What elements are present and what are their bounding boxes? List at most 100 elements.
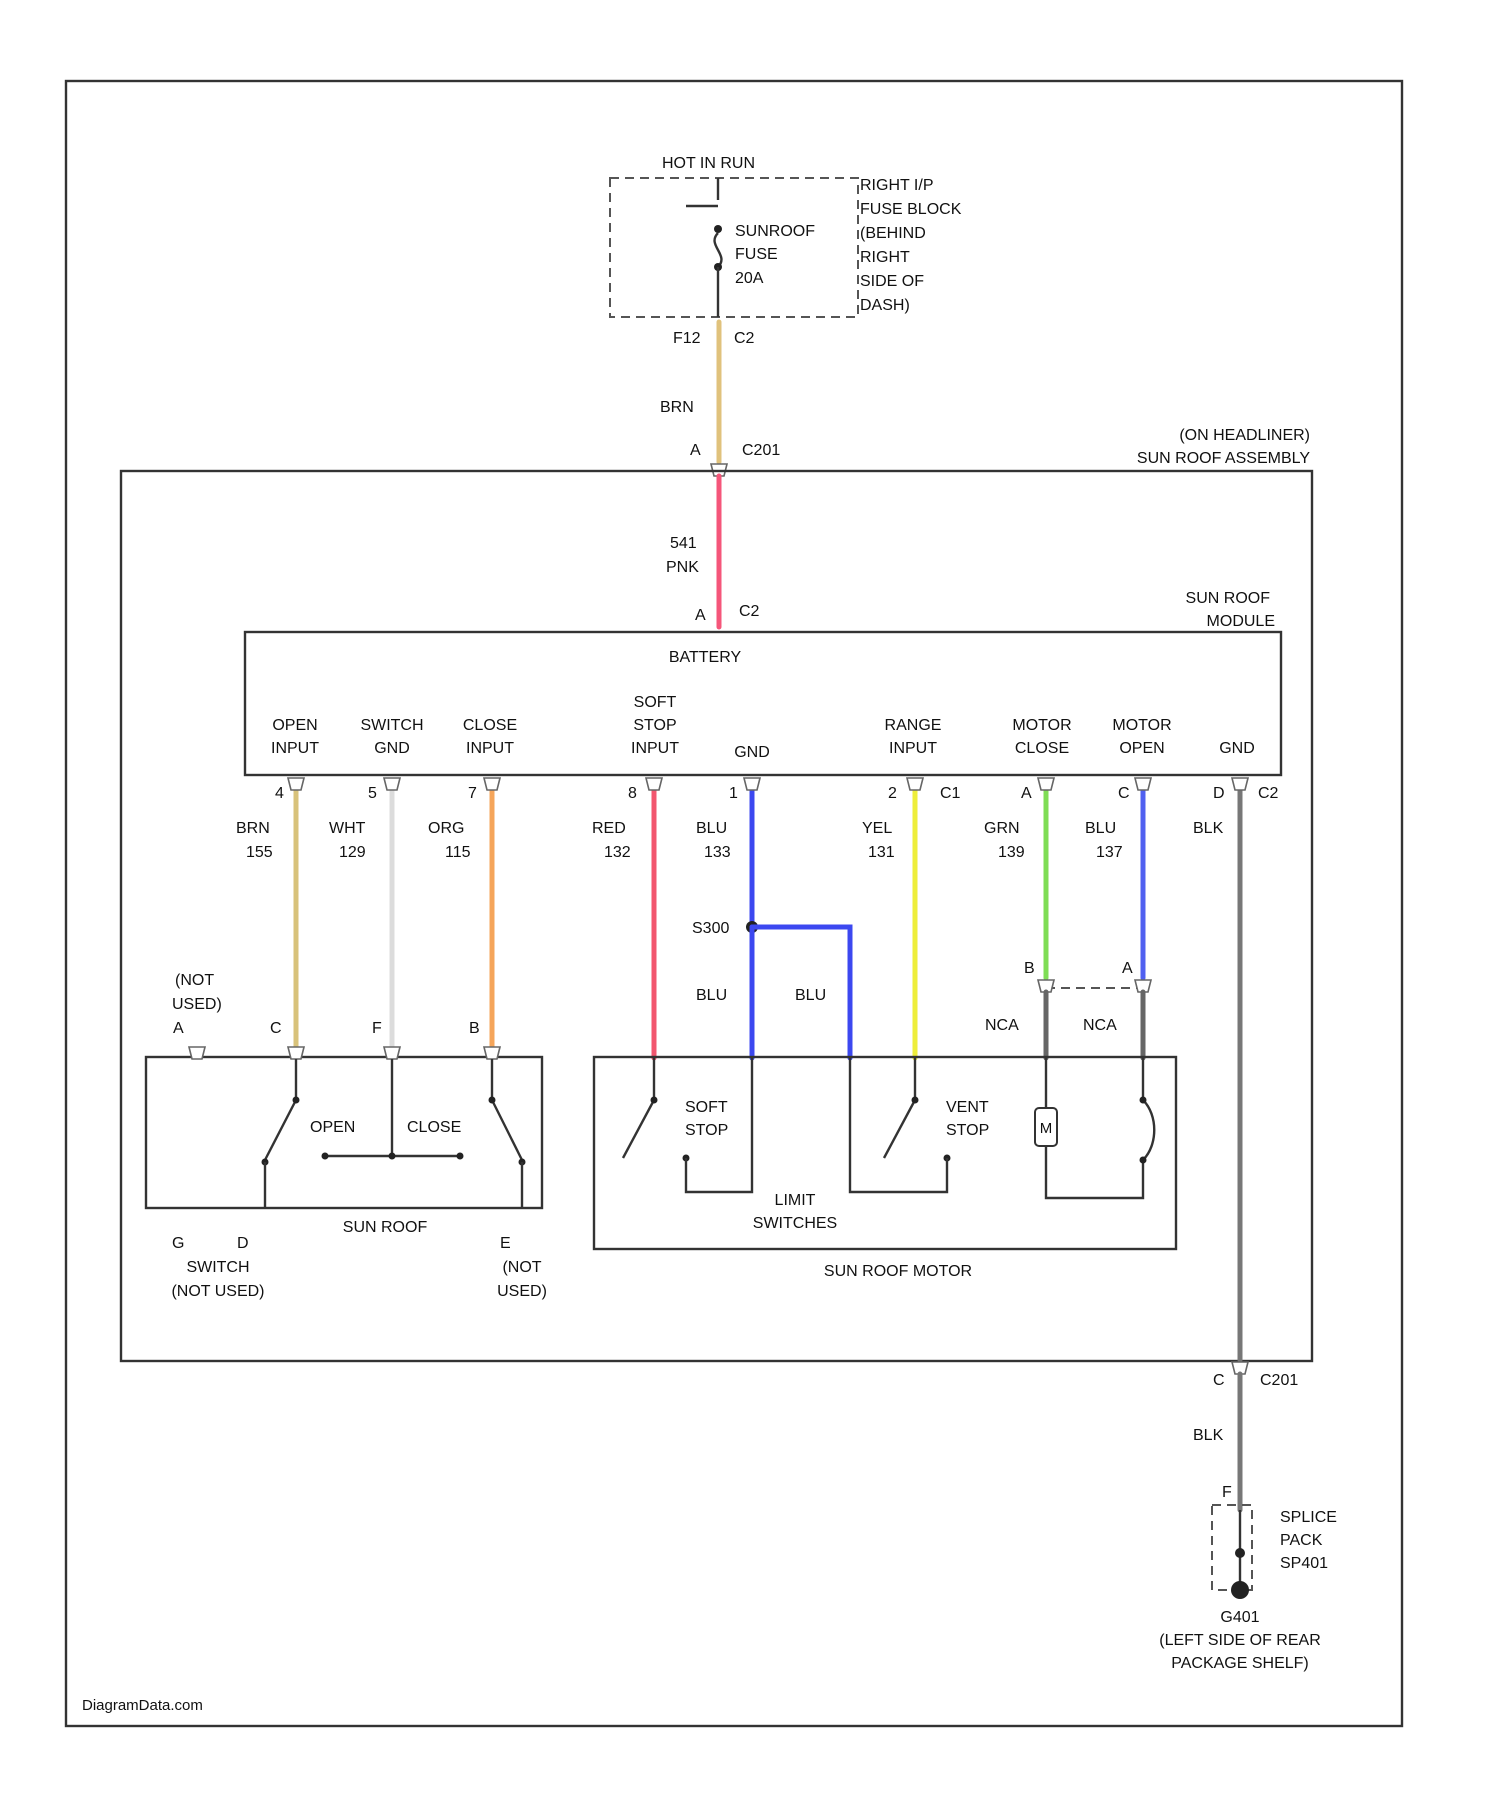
sun-roof-motor-box xyxy=(594,1057,1176,1249)
wire-blu-133-color: BLU xyxy=(696,820,727,837)
wire-wht-129-circuit: 129 xyxy=(339,844,366,861)
switch-bottom-pin-g: G xyxy=(172,1235,184,1252)
pin-motor-close: A xyxy=(1021,785,1032,802)
terminal-close-input-1: CLOSE xyxy=(463,717,517,734)
pin-range-input: 2 xyxy=(888,785,897,802)
terminal-gnd-1: GND xyxy=(734,744,770,761)
terminal-range-input-1: RANGE xyxy=(885,717,942,734)
splice-pack-label-2: PACK xyxy=(1280,1532,1323,1549)
pin-gnd-2: D xyxy=(1213,785,1225,802)
module-pin-connector xyxy=(384,778,400,790)
soft-stop-node xyxy=(651,1097,658,1104)
switch-pin-b: B xyxy=(469,1020,480,1037)
headliner-label-2: SUN ROOF ASSEMBLY xyxy=(1137,450,1310,467)
terminal-switch-gnd-2: GND xyxy=(374,740,410,757)
motor-pin-b: B xyxy=(1024,960,1035,977)
pin-motor-open: C xyxy=(1118,785,1130,802)
sun-roof-motor-name: SUN ROOF MOTOR xyxy=(824,1263,972,1280)
c201-bottom-connector: C201 xyxy=(1260,1372,1298,1389)
wire-grn-139-color: GRN xyxy=(984,820,1020,837)
terminal-open-input-1: OPEN xyxy=(272,717,317,734)
terminal-motor-open-1: MOTOR xyxy=(1112,717,1171,734)
switch-connector-c xyxy=(288,1047,304,1059)
terminal-open-input-2: INPUT xyxy=(271,740,319,757)
wire-blu-133-circuit: 133 xyxy=(704,844,731,861)
wire-blu-137-circuit: 137 xyxy=(1096,844,1123,861)
switch-pin-e: E xyxy=(500,1235,511,1252)
hot-in-run-label: HOT IN RUN xyxy=(662,155,755,172)
switch-bottom-pin-d: D xyxy=(237,1235,249,1252)
motor-limit-node-bottom xyxy=(1140,1157,1147,1164)
terminal-switch-gnd-1: SWITCH xyxy=(360,717,423,734)
fuse-block-location-5: SIDE OF xyxy=(860,273,924,290)
terminal-soft-stop-3: INPUT xyxy=(631,740,679,757)
switch-pin-e-not-used-2: USED) xyxy=(497,1283,547,1300)
fuse-block-location-6: DASH) xyxy=(860,297,910,314)
wire-org-115-circuit: 115 xyxy=(445,844,471,861)
fuse-block-location-2: FUSE BLOCK xyxy=(860,201,962,218)
vent-stop-blade xyxy=(884,1100,915,1158)
wire-yel-131-circuit: 131 xyxy=(868,844,895,861)
fuse-terminal-top xyxy=(714,225,722,233)
wire-yel-131-color: YEL xyxy=(862,820,892,837)
soft-stop-blade xyxy=(623,1100,654,1158)
pin-close-input: 7 xyxy=(468,785,477,802)
module-c1-label: C1 xyxy=(940,785,961,802)
splice-pack-label-3: SP401 xyxy=(1280,1555,1328,1572)
soft-stop-label-2: STOP xyxy=(685,1122,728,1139)
module-name-1: SUN ROOF xyxy=(1186,590,1271,607)
motor-lead-bottom xyxy=(1046,1146,1143,1198)
module-pin-connector xyxy=(907,778,923,790)
vent-stop-label-1: VENT xyxy=(946,1099,989,1116)
terminal-motor-close-2: CLOSE xyxy=(1015,740,1069,757)
switch-open-blade xyxy=(265,1100,296,1160)
switch-close-node xyxy=(489,1097,496,1104)
wire-grn-139-circuit: 139 xyxy=(998,844,1025,861)
nca-left-label: NCA xyxy=(985,1017,1019,1034)
module-battery-label: BATTERY xyxy=(669,649,742,666)
c201-top-pin: A xyxy=(690,442,701,459)
module-pin-connector xyxy=(1232,778,1248,790)
fuse-block-location-1: RIGHT I/P xyxy=(860,177,934,194)
motor-limit-node-top xyxy=(1140,1097,1147,1104)
module-pin-connector xyxy=(646,778,662,790)
module-pin-connector xyxy=(1038,778,1054,790)
motor-symbol-label: M xyxy=(1040,1120,1053,1137)
fuse-block-location-3: (BEHIND xyxy=(860,225,926,242)
blu-branch-right-label: BLU xyxy=(795,987,826,1004)
splice-pack-label-1: SPLICE xyxy=(1280,1509,1337,1526)
fuse-name: SUNROOF xyxy=(735,223,815,240)
fuse-block-dashed-box xyxy=(610,178,858,317)
module-c2-connector: C2 xyxy=(739,603,760,620)
switch-not-used-1: (NOT xyxy=(175,972,214,989)
wire-red-132-circuit: 132 xyxy=(604,844,631,861)
vent-stop-node xyxy=(912,1097,919,1104)
switch-common-node-right xyxy=(457,1153,464,1160)
switch-close-blade xyxy=(492,1100,522,1160)
wire-brn-155-circuit: 155 xyxy=(246,844,273,861)
splice-pack-pin: F xyxy=(1222,1484,1232,1501)
outer-frame xyxy=(66,81,1402,1726)
switch-connector-b xyxy=(484,1047,500,1059)
module-c2-pin: A xyxy=(695,607,706,624)
wire-wht-129-color: WHT xyxy=(329,820,366,837)
switch-bottom-label-2: (NOT USED) xyxy=(171,1283,264,1300)
switch-not-used-2: USED) xyxy=(172,996,222,1013)
fuse-label: FUSE xyxy=(735,246,778,263)
ground-location-2: PACKAGE SHELF) xyxy=(1171,1655,1309,1672)
switch-pin-a: A xyxy=(173,1020,184,1037)
fuse-block-location-4: RIGHT xyxy=(860,249,910,266)
ground-location-1: (LEFT SIDE OF REAR xyxy=(1159,1632,1321,1649)
pin-open-input: 4 xyxy=(275,785,284,802)
pin-gnd-1: 1 xyxy=(729,785,738,802)
watermark: DiagramData.com xyxy=(82,1697,203,1714)
fuse-block: HOT IN RUN SUNROOF FUSE 20A RIGHT I/P FU… xyxy=(610,155,962,347)
switch-common-node-mid xyxy=(389,1153,396,1160)
wire-brn-feed-label: BRN xyxy=(660,399,694,416)
pin-soft-stop: 8 xyxy=(628,785,637,802)
module-pin-connector xyxy=(288,778,304,790)
limit-switches-label-2: SWITCHES xyxy=(753,1215,837,1232)
pin-switch-gnd: 5 xyxy=(368,785,377,802)
switch-open-label: OPEN xyxy=(310,1119,355,1136)
terminal-gnd-2: GND xyxy=(1219,740,1255,757)
